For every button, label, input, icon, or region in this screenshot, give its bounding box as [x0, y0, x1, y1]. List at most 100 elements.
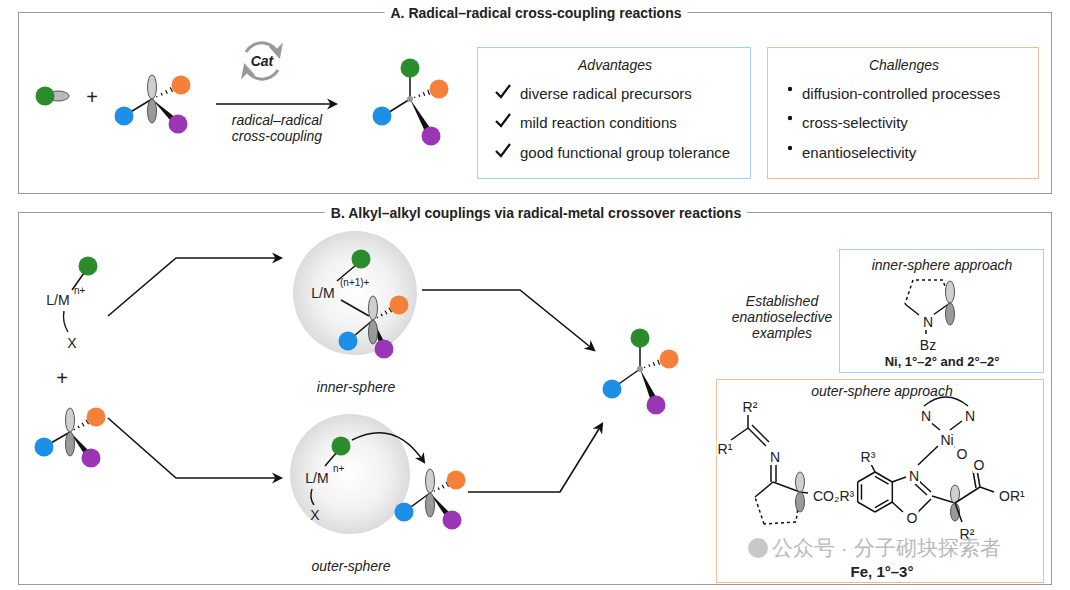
substituent-ball	[443, 511, 462, 530]
reaction-arrow	[216, 103, 336, 105]
box-heading: B. Alkyl–alkyl couplings via radical-met…	[325, 205, 747, 221]
label: X	[67, 335, 76, 351]
sphere-node: L/M(n+1)+inner-sphere	[294, 232, 418, 356]
substituent-ball	[87, 408, 106, 427]
hashed-bond	[658, 360, 660, 365]
substituent-ball	[401, 59, 420, 78]
substituent-ball	[660, 350, 679, 369]
substituent-ball	[430, 80, 449, 99]
box-text: O	[956, 446, 969, 462]
carbon-center	[637, 366, 643, 372]
substituent-ball	[631, 329, 650, 348]
bond-line	[918, 446, 938, 465]
label: n+	[74, 285, 85, 297]
bond-line	[892, 502, 903, 512]
p-orbital-lobe	[946, 303, 955, 325]
bond-line	[861, 484, 863, 500]
bond-line	[64, 311, 69, 332]
hashed-bond	[648, 364, 650, 367]
p-orbital-lobe	[369, 320, 378, 344]
bond-line	[755, 482, 773, 497]
box-text: R³	[860, 449, 877, 465]
hashed-bond	[644, 367, 646, 368]
check-mark	[496, 85, 510, 97]
bond-line	[731, 428, 748, 440]
box-text: Ni, 1°–2° and 2°–2°	[885, 355, 1000, 370]
box-heading: Advantages	[578, 57, 652, 73]
hashed-bond	[78, 426, 79, 428]
substituent-ball	[373, 107, 392, 126]
box-text: N	[920, 408, 932, 424]
substituent-ball	[169, 115, 188, 134]
label: Cat	[251, 53, 274, 69]
p-orbital-lobe	[66, 408, 75, 432]
box-text: N	[908, 468, 920, 484]
hashed-bond	[82, 423, 84, 426]
label: +	[56, 367, 68, 390]
carbon-center	[407, 96, 413, 102]
watermark-icon	[748, 538, 768, 558]
hashed-bond	[418, 94, 420, 97]
substituent-ball	[82, 449, 101, 468]
bond-line	[775, 464, 777, 482]
substituent-ball	[375, 340, 394, 359]
bond-line	[980, 487, 994, 492]
bond-line	[875, 476, 889, 484]
hashed-bond	[423, 92, 424, 96]
hashed-bond	[166, 90, 168, 94]
hashed-bond	[376, 317, 378, 318]
hashed-bond	[438, 487, 439, 489]
substituent-ball	[332, 437, 351, 456]
bond-line	[913, 279, 943, 281]
box-text: outer-sphere	[311, 558, 390, 574]
box-text: L/M	[305, 470, 328, 486]
box-text: inner-sphere	[317, 379, 395, 395]
substituent-ball	[647, 396, 666, 415]
box-text: (n+1)+	[340, 277, 369, 289]
substituent-ball	[172, 76, 191, 95]
box-heading: A. Radical–radical cross-coupling reacti…	[385, 5, 688, 21]
substituent-ball	[352, 250, 371, 269]
bond-line	[875, 472, 892, 482]
box-text: N	[922, 314, 934, 330]
p-orbital-lobe	[369, 296, 378, 320]
p-orbital-lobe	[946, 281, 955, 303]
bullet-dot	[788, 116, 792, 120]
p-orbital-lobe	[426, 493, 435, 517]
hashed-bond	[428, 90, 430, 95]
bond-line	[915, 484, 927, 495]
p-orbital-lobe	[148, 99, 157, 123]
bond-line	[858, 502, 875, 512]
arrow-line	[108, 418, 281, 478]
label: L/M	[46, 292, 69, 308]
box-text: R²	[742, 399, 759, 415]
hashed-bond	[381, 314, 382, 316]
bond-line	[747, 413, 749, 428]
box-text: good functional group tolerance	[520, 144, 730, 161]
arrow-line	[108, 258, 281, 316]
bond-line	[917, 499, 931, 513]
substituent-ball	[395, 503, 414, 522]
bond-line	[905, 280, 913, 304]
bond-line	[341, 300, 369, 316]
bullet-dot	[788, 146, 792, 150]
substituent-ball	[422, 127, 441, 146]
bond-line	[955, 487, 980, 503]
box-text: CO₂R³	[812, 488, 855, 504]
box-text: diffusion-controlled processes	[802, 85, 1000, 102]
hashed-bond	[73, 429, 75, 430]
box-text: mild reaction conditions	[520, 114, 677, 131]
hashed-bond	[161, 93, 162, 95]
box-heading: Challenges	[869, 57, 939, 73]
bond-line	[950, 421, 962, 430]
substituent-ball	[35, 438, 54, 457]
substituent-ball	[603, 380, 622, 399]
inner-sphere-ball	[293, 231, 417, 355]
box-text: enantioselectivity	[802, 144, 916, 161]
curved-arrow	[352, 433, 424, 462]
box-text: Fe, 1°–3°	[851, 563, 914, 580]
hashed-bond	[414, 97, 416, 98]
label: Established enantioselective examples	[717, 293, 847, 341]
bond-line	[875, 502, 892, 512]
hashed-bond	[156, 96, 158, 97]
